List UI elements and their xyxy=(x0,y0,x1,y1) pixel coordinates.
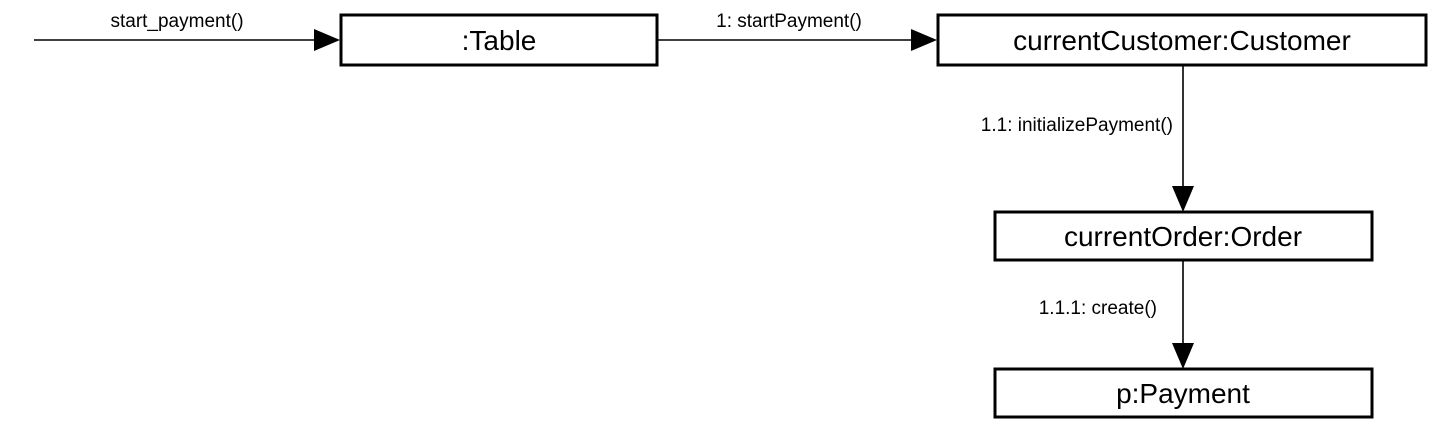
message-start-payment-1: 1: startPayment() xyxy=(657,11,937,51)
message-initialize-payment: 1.1: initializePayment() xyxy=(981,65,1194,212)
object-current-order-box xyxy=(993,210,1374,262)
arrowhead-icon xyxy=(1172,186,1194,212)
object-table: :Table xyxy=(339,13,659,67)
object-payment-box xyxy=(993,367,1374,419)
message-create: 1.1.1: create() xyxy=(1039,260,1194,369)
object-current-customer-box xyxy=(936,13,1428,67)
object-table-label: :Table xyxy=(462,25,537,56)
message-start-payment-1-label: 1: startPayment() xyxy=(716,11,862,32)
object-current-customer-label: currentCustomer:Customer xyxy=(1013,25,1351,56)
object-current-customer: currentCustomer:Customer xyxy=(936,13,1428,67)
object-payment: p:Payment xyxy=(993,367,1374,419)
arrowhead-icon xyxy=(911,29,937,51)
message-initialize-payment-label: 1.1: initializePayment() xyxy=(981,115,1173,136)
object-current-order: currentOrder:Order xyxy=(993,210,1374,262)
message-start-payment: start_payment() xyxy=(34,11,340,51)
object-payment-label: p:Payment xyxy=(1116,378,1250,409)
arrowhead-icon xyxy=(314,29,340,51)
message-create-label: 1.1.1: create() xyxy=(1039,298,1157,319)
object-current-order-label: currentOrder:Order xyxy=(1064,221,1302,252)
arrowhead-icon xyxy=(1172,343,1194,369)
message-start-payment-label: start_payment() xyxy=(110,11,243,32)
